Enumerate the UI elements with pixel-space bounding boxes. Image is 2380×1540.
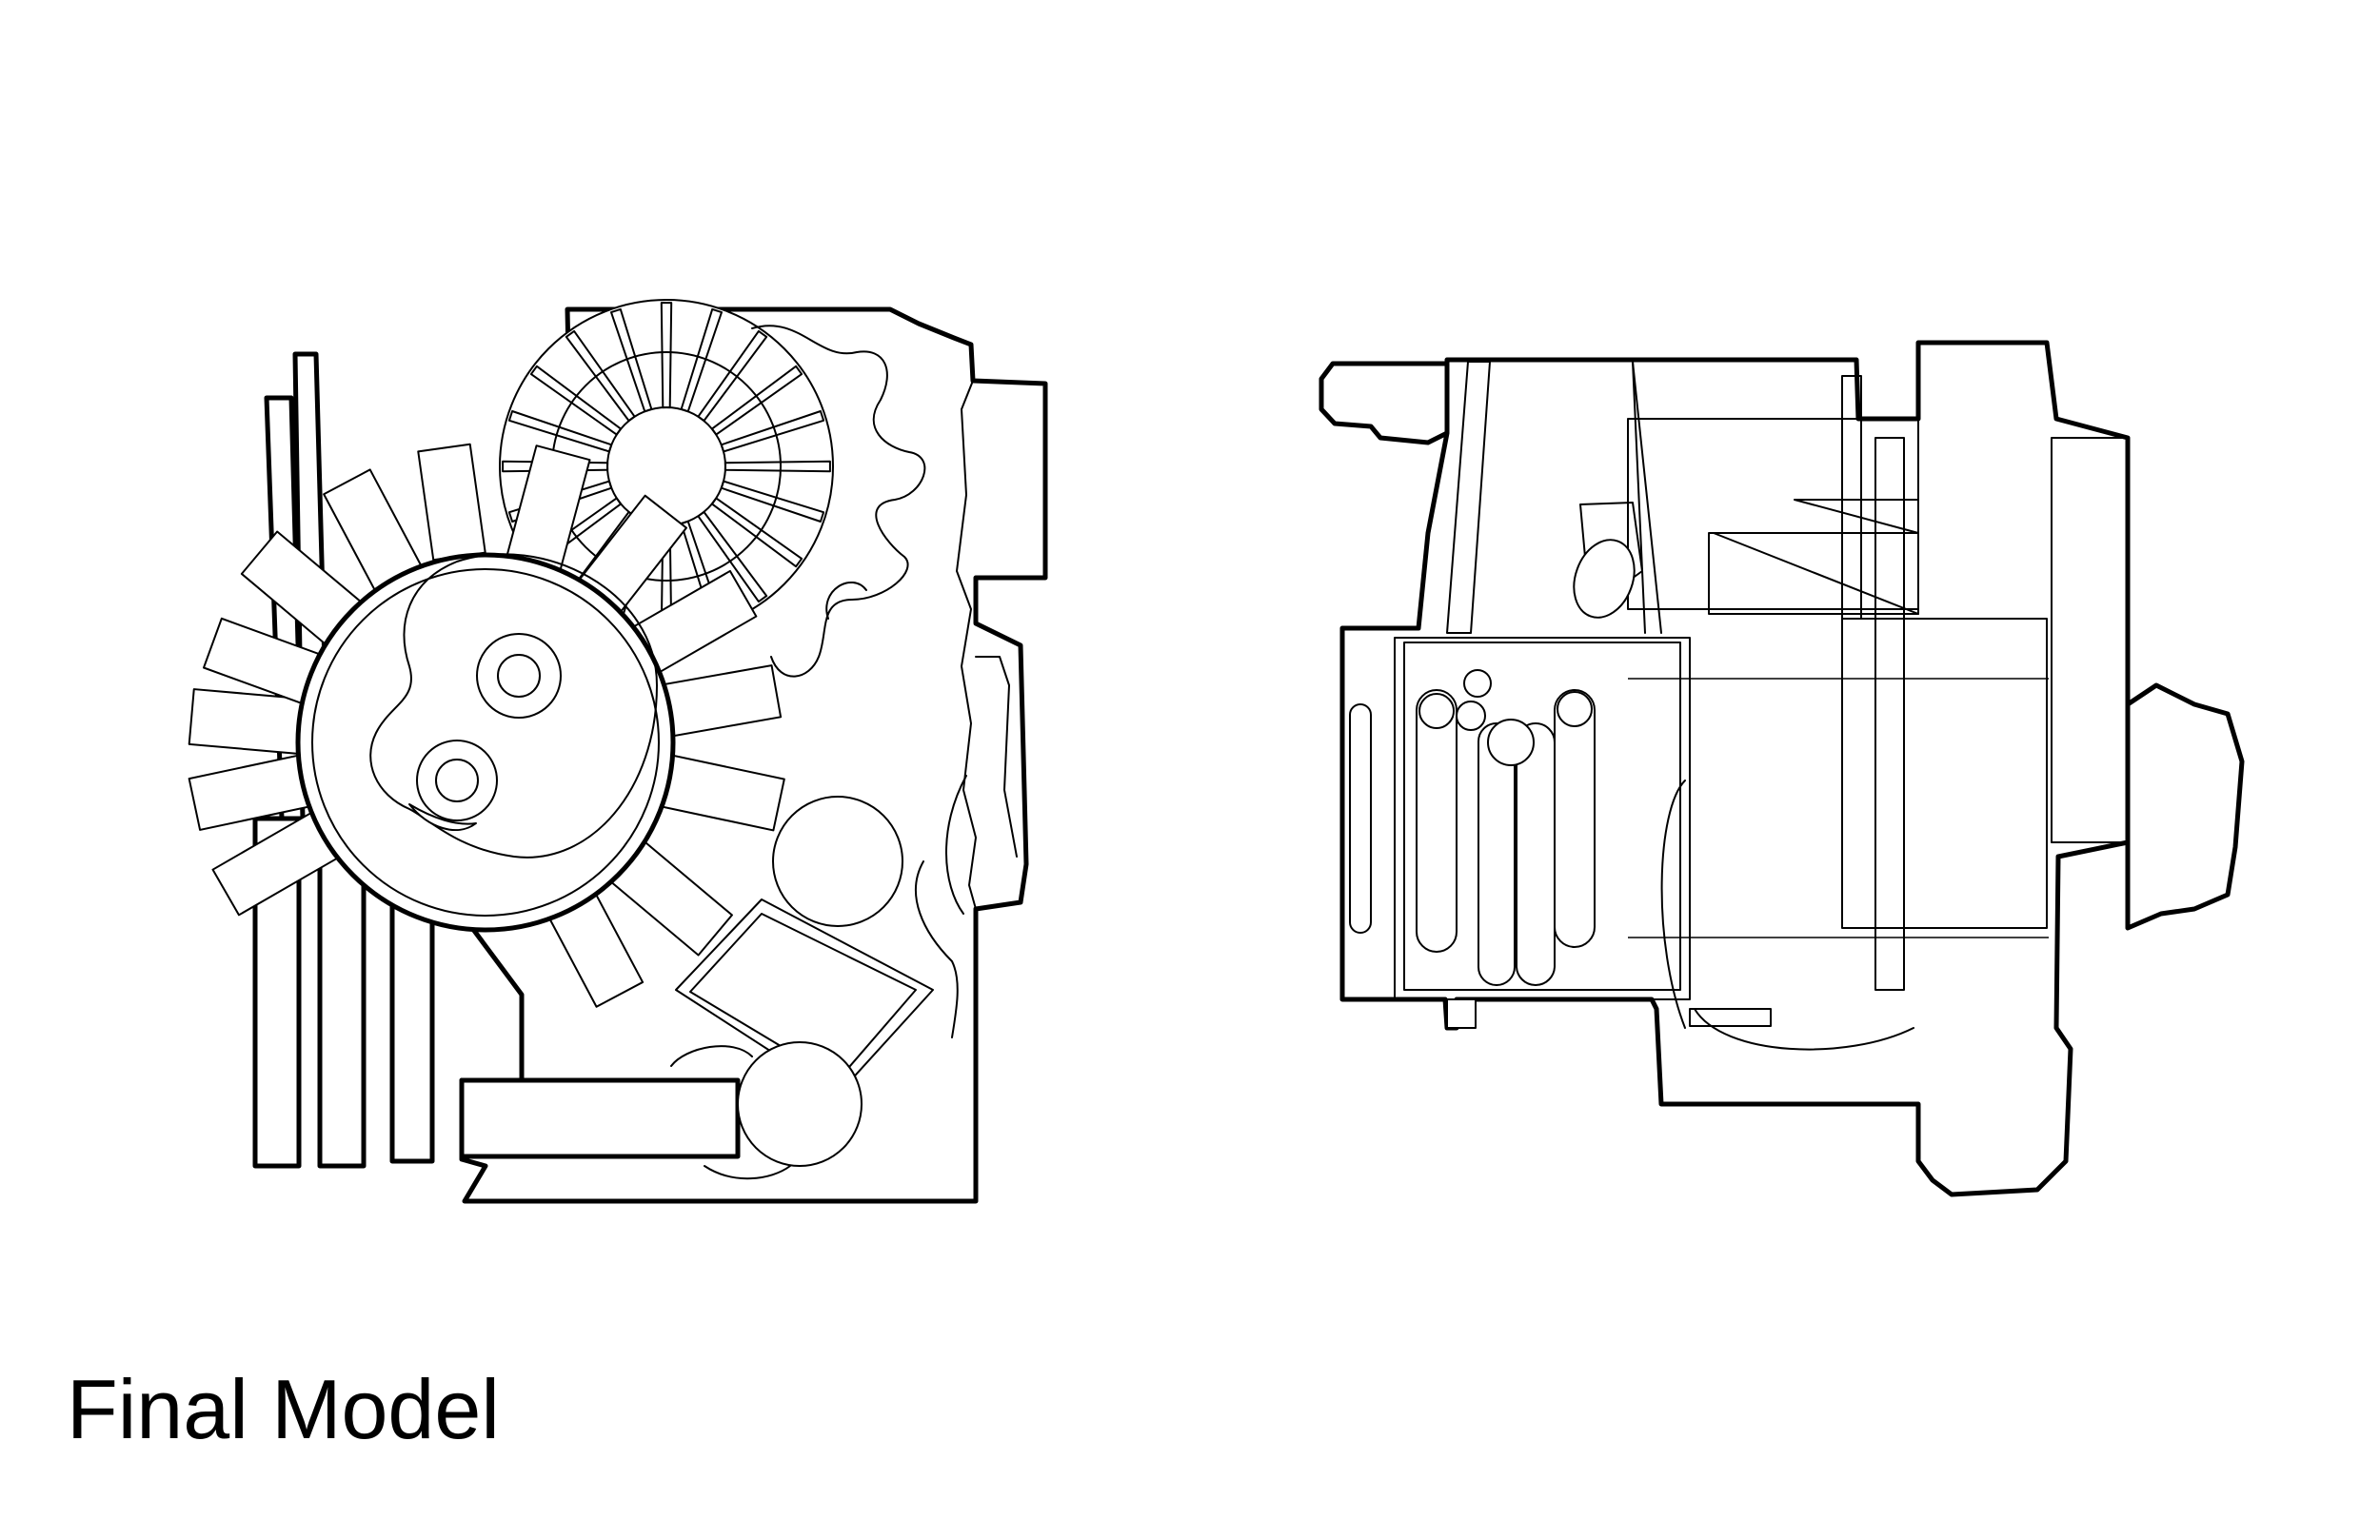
wheel-spoke (529, 365, 623, 436)
disc-face (369, 553, 658, 859)
lower-mechanism (459, 775, 967, 1180)
disc-crescent (408, 803, 477, 832)
upper-wheel (499, 299, 834, 634)
figure-caption: Final Model (67, 1362, 500, 1456)
wavy-ribbon (751, 325, 926, 678)
side-right-nub (2125, 682, 2245, 931)
wheel-spoke (565, 329, 636, 423)
wheel-spoke (660, 302, 673, 409)
front-right-flange (956, 380, 977, 910)
wheel-spoke (724, 460, 831, 473)
main-disc (295, 552, 676, 933)
wheel-spoke (680, 307, 723, 413)
side-view (1319, 340, 2245, 1197)
wheel-spoke (710, 497, 803, 568)
wheel-spoke (710, 365, 803, 436)
wheel-spoke (610, 307, 653, 413)
wheel-spoke (720, 410, 825, 453)
wheel-spoke (697, 329, 768, 423)
wheel-spoke (507, 410, 613, 453)
side-tubes (1416, 669, 1596, 986)
wheel-spoke (697, 510, 768, 603)
side-nozzle (1319, 361, 1450, 445)
front-view (188, 299, 1048, 1204)
fan-blade (417, 443, 486, 562)
fan-blades (188, 443, 785, 1008)
wheel-spoke (720, 480, 825, 523)
